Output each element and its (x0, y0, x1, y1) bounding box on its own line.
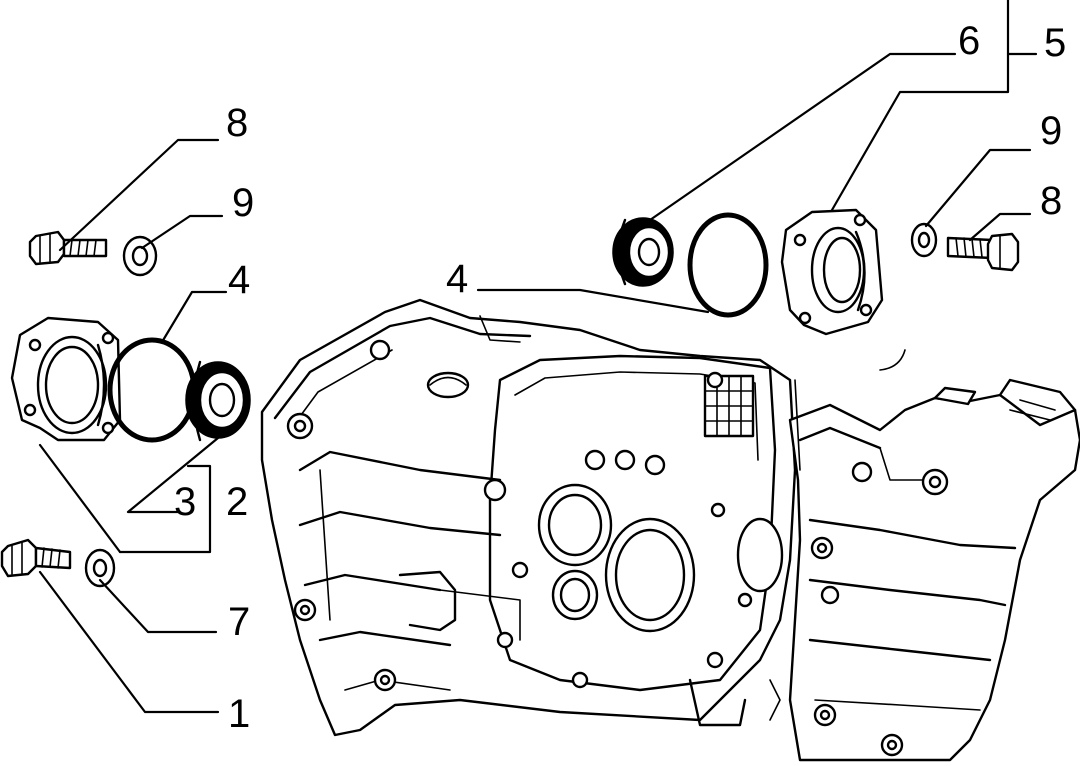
oil-seal-left (185, 360, 251, 442)
gearbox-housing (260, 298, 1080, 762)
callout-labels: 1 2 3 4 4 5 6 7 8 8 9 9 (174, 19, 1066, 736)
callout-4-center: 4 (446, 257, 468, 301)
callout-4-left: 4 (228, 258, 250, 302)
washer-left-bottom (84, 548, 116, 588)
leader-lines (38, 0, 1038, 714)
washer-left-top (122, 235, 158, 277)
callout-3: 3 (174, 480, 196, 524)
callout-5: 5 (1044, 21, 1066, 65)
callout-8-left: 8 (226, 101, 248, 145)
callout-7: 7 (228, 600, 250, 644)
bolt-left-bottom (0, 538, 72, 578)
callout-6: 6 (958, 19, 980, 63)
o-ring-left (107, 337, 197, 443)
callout-1: 1 (228, 692, 250, 736)
bolt-left-top (28, 230, 108, 266)
oil-seal-right (612, 217, 674, 287)
callout-9-right: 9 (1040, 109, 1062, 153)
washer-right (910, 222, 938, 258)
bearing-cover-left (10, 316, 122, 442)
bearing-cover-right (780, 208, 884, 336)
callout-9-left: 9 (232, 181, 254, 225)
o-ring-right (687, 212, 769, 318)
callout-8-right: 8 (1040, 179, 1062, 223)
bolt-right (946, 232, 1020, 272)
callout-2: 2 (226, 480, 248, 524)
